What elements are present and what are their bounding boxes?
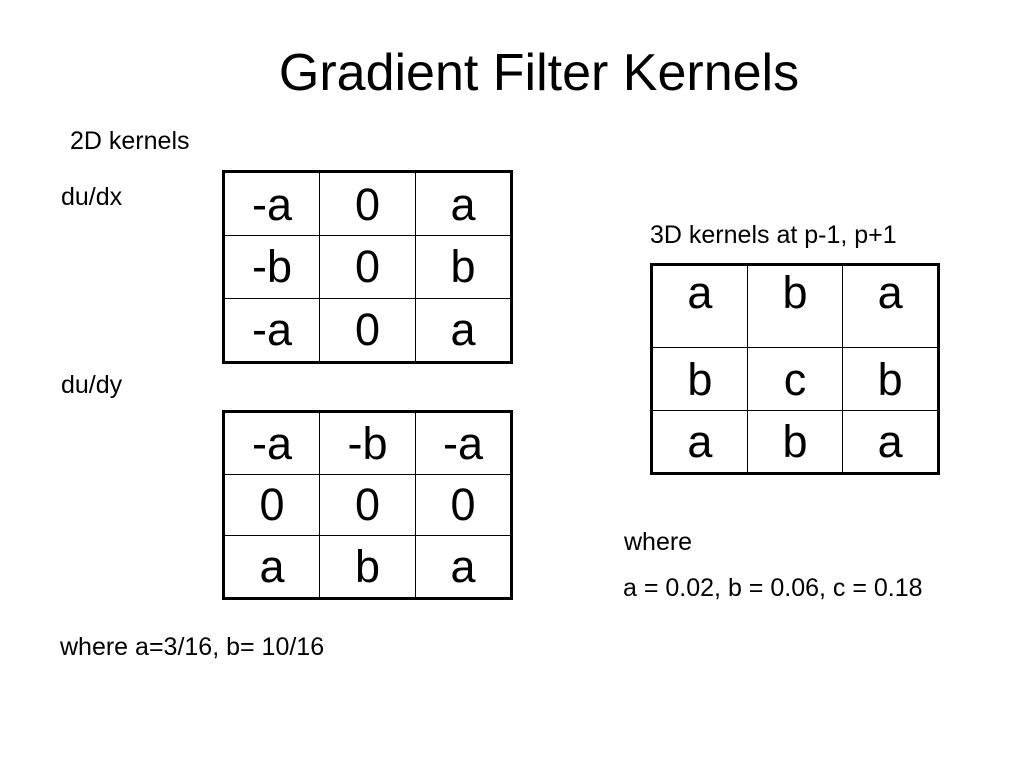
slide-title: Gradient Filter Kernels: [278, 44, 800, 102]
kernel-cell: a: [415, 170, 512, 237]
table-row: a b a: [651, 264, 939, 348]
label-dudx: du/dx: [61, 183, 123, 211]
dudx-kernel-table: -a 0 a -b 0 b -a 0 a: [222, 170, 513, 364]
kernel-cell: 0: [319, 473, 416, 537]
kernel-cell: 0: [223, 473, 320, 537]
kernel-cell: b: [842, 347, 939, 411]
table-row: b c b: [651, 347, 939, 411]
kernel-cell: a: [415, 297, 512, 364]
kernel-cell: 0: [319, 297, 416, 364]
label-where-3d: where: [624, 528, 693, 556]
kernel-cell: b: [746, 264, 844, 348]
table-row: a b a: [651, 410, 939, 474]
kernel-cell: -b: [319, 411, 416, 475]
kernel-cell: a: [415, 535, 512, 599]
kernel-cell: -a: [223, 411, 320, 475]
label-2d-kernels: 2D kernels: [70, 127, 190, 155]
kernel-cell: b: [319, 535, 416, 599]
kernel-cell: -b: [223, 235, 320, 299]
kernel-cell: -a: [223, 297, 320, 364]
table-row: -a 0 a: [223, 170, 512, 237]
kernel-cell: a: [651, 264, 748, 348]
table-row: 0 0 0: [223, 473, 512, 537]
label-where-2d-coefficient-values: where a=3/16, b= 10/16: [60, 633, 325, 661]
kernel-cell: b: [651, 347, 748, 411]
table-row: -b 0 b: [223, 235, 512, 299]
kernel-cell: a: [651, 410, 748, 474]
kernel-cell: 0: [319, 170, 416, 237]
label-3d-coefficient-values: a = 0.02, b = 0.06, c = 0.18: [623, 574, 923, 602]
label-dudy: du/dy: [61, 371, 123, 399]
kernel-cell: a: [842, 264, 939, 348]
table-row: -a 0 a: [223, 297, 512, 364]
3d-kernel-table: a b a b c b a b a: [650, 263, 940, 475]
dudy-kernel-table: -a -b -a 0 0 0 a b a: [222, 410, 513, 600]
kernel-cell: a: [842, 410, 939, 474]
kernel-cell: b: [746, 410, 844, 474]
label-3d-kernels: 3D kernels at p-1, p+1: [650, 221, 897, 249]
kernel-cell: 0: [319, 235, 416, 299]
kernel-cell: c: [746, 347, 844, 411]
kernel-cell: 0: [415, 473, 512, 537]
kernel-cell: a: [223, 535, 320, 599]
table-row: -a -b -a: [223, 411, 512, 475]
kernel-cell: -a: [415, 411, 512, 475]
table-row: a b a: [223, 535, 512, 599]
kernel-cell: b: [415, 235, 512, 299]
kernel-cell: -a: [223, 170, 320, 237]
